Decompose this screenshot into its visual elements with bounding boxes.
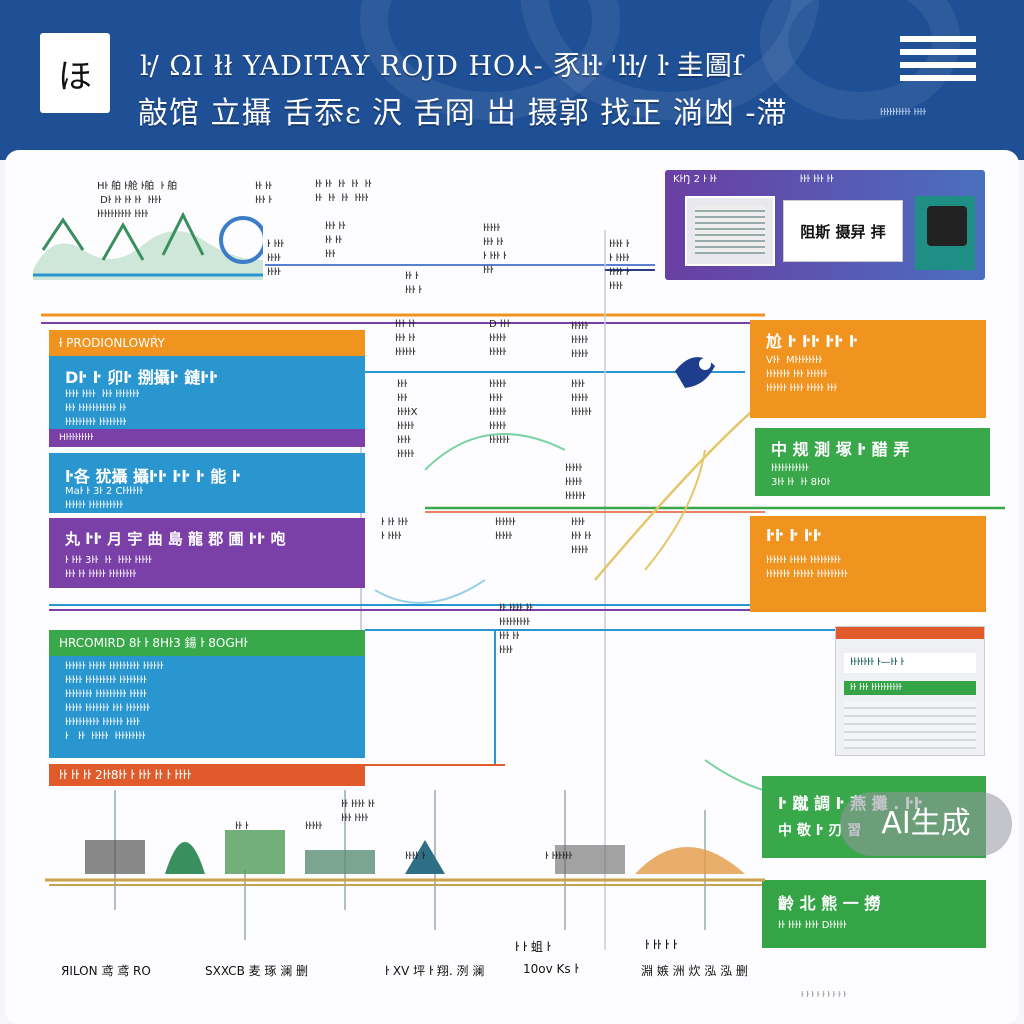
box-title: ŀŀ ŀ ŀŀ xyxy=(766,526,822,545)
label: ŀŀŀ ŀŀ ŀŀŀ ŀŀ ŀŀŀŀŀŀ xyxy=(395,319,416,358)
diagram-canvas: Hŀ 舶 ŀ舱 ŀ舶 ŀ 舶 Dŀ ŀŀ ŀŀ ŀŀ ŀŀŀŀ ŀŀŀŀŀŀŀŀ… xyxy=(5,150,1019,1024)
footer-label: ŀ ŀŀ ŀ ŀ xyxy=(645,938,677,952)
label: ŀŀ ŀ ŀŀŀ ŀ xyxy=(405,271,422,296)
feature-header-right: ŀŀŀ ŀŀŀ ŀŀ xyxy=(799,174,834,185)
label: ŀŀŀŀŀ ŀŀŀ ŀŀ ŀ ŀŀŀ ŀ ŀŀŀ xyxy=(483,223,507,276)
signboard-image: 阻斯 摄舁 拝 xyxy=(783,200,903,262)
info-box: 丸 ŀŀ 月 宇 曲 島 龍 郡 圃 ŀŀ 咆 ŀ ŀŀŀ 3ŀŀ ŀŀ ŀŀŀ… xyxy=(49,518,365,588)
feature-card: KŀŊ 2 ŀ ŀŀ ŀŀŀ ŀŀŀ ŀŀ 阻斯 摄舁 拝 xyxy=(665,170,985,280)
box-text: ŀŀ ŀŀŀŀ ŀŀŀŀ Dŀŀŀŀŀ xyxy=(778,920,847,931)
footer-label: 淵 嫉 洲 炊 泓 泓 删 xyxy=(641,964,748,978)
label: D ŀŀŀ ŀŀŀŀŀ ŀŀŀŀŀ xyxy=(489,319,511,358)
panel-table xyxy=(844,701,976,749)
box-title: 丸 ŀŀ 月 宇 曲 島 龍 郡 圃 ŀŀ 咆 xyxy=(65,530,286,548)
label: ŀ ŀŀ ŀŀŀ ŀ ŀŀŀŀ xyxy=(381,517,408,542)
info-box: ŀ各 犹攝 攝ŀŀ ŀŀ ŀ 能 ŀ Maŀ ŀ 3ŀ 2 Cŀŀŀŀŀŀ ŀŀ… xyxy=(49,453,365,513)
label: ŀŀŀŀŀŀ ŀŀŀŀŀ xyxy=(495,517,516,542)
label: ŀŀ ŀŀ ŀŀ ŀŀ ŀŀ ŀŀ ŀŀ ŀŀ ŀŀŀŀ xyxy=(315,179,372,204)
info-box: 尬 ŀ ŀŀ ŀŀ ŀ Vŀŀ Mŀŀŀŀŀŀŀŀ ŀŀŀŀŀŀŀ ŀŀŀ ŀŀ… xyxy=(750,320,986,418)
emblem-icon xyxy=(665,346,725,396)
footer-label: ŀ XV 坪 ŀ 翔. 洌 澜 xyxy=(385,964,485,978)
label: ŀŀ ŀŀ ŀŀŀ ŀ xyxy=(255,181,272,206)
stripes-decoration xyxy=(900,36,976,88)
label: ŀ ŀŀŀŀŀŀ xyxy=(545,851,573,862)
box-header: HRCOMIRD 8ŀ ŀ 8Hŀ3 鍚 ŀ 8OGHŀ xyxy=(49,630,365,656)
box-text: ŀŀŀŀŀŀ ŀŀŀŀŀ ŀŀŀŀŀŀŀŀŀ ŀŀŀŀŀŀ ŀŀŀŀŀ ŀŀŀŀ… xyxy=(65,661,164,742)
label: ŀŀŀŀŀ ŀŀŀŀŀ ŀŀŀŀŀŀ xyxy=(565,463,586,502)
label: ŀŀŀŀ ŀŀŀŀŀ ŀŀŀŀŀŀ xyxy=(571,379,592,418)
box-footer: Hŀŀŀŀŀŀŀŀŀ xyxy=(49,429,365,447)
label: ŀŀ ŀŀŀŀ ŀŀ ŀŀŀŀŀŀŀŀŀ ŀŀŀ ŀŀ ŀŀŀŀ xyxy=(499,603,533,656)
panel-header xyxy=(836,627,984,639)
ai-generated-badge: AI生成 xyxy=(840,792,1012,856)
box-title: ŀ各 犹攝 攝ŀŀ ŀŀ ŀ 能 ŀ xyxy=(65,467,241,486)
box-title: 齡 北 熊 一 撈 xyxy=(778,894,881,913)
feature-header-left: KŀŊ 2 ŀ ŀŀ xyxy=(673,174,717,185)
page-title: ŀ/ ΩI łł YADITAY ROJD HO⅄- 豕ŀŀ 'ŀŀ/ ŀ 圭圖… xyxy=(140,51,744,82)
header-tag: ŀŀŀŀŀŀŀŀŀŀ ŀŀŀŀ xyxy=(880,108,926,118)
footer-label: SXXCB 麦 琢 澜 删 xyxy=(205,964,309,978)
box-title: Dŀ ŀ 卯ŀ 捌攝ŀ 鏈ŀŀ xyxy=(65,368,219,387)
box-text: Maŀ ŀ 3ŀ 2 Cŀŀŀŀŀŀ ŀŀŀŀŀŀ ŀŀŀŀŀŀŀŀŀŀ xyxy=(65,486,143,511)
box-text: ŀŀŀŀŀŀ ŀŀŀŀŀ ŀŀŀŀŀŀŀŀŀ ŀŀŀŀŀŀŀ ŀŀŀŀŀŀ ŀŀ… xyxy=(766,555,848,580)
info-box: 中 规 測 塚 ŀ 醋 弄 ŀŀŀŀŀŀŀŀŀŀŀ 3ŀŀ ŀŀ ŀŀ 8ŀ0ŀ xyxy=(755,428,990,496)
label: ŀŀ ŀ xyxy=(235,821,249,832)
box-text: ŀŀŀŀŀŀŀŀŀŀŀ 3ŀŀ ŀŀ ŀŀ 8ŀ0ŀ xyxy=(771,463,831,488)
box-title: 尬 ŀ ŀŀ ŀŀ ŀ xyxy=(766,332,858,351)
label: ŀŀŀŀ ŀŀŀ ŀŀ ŀŀŀŀŀ xyxy=(571,517,592,556)
document-image xyxy=(685,196,775,266)
label: Hŀ 舶 ŀ舱 ŀ舶 ŀ 舶 Dŀ ŀŀ ŀŀ ŀŀ ŀŀŀŀ ŀŀŀŀŀŀŀŀ… xyxy=(97,181,178,220)
panel-row: ŀŀŀŀŀŀŀ ŀ—ŀŀ ŀ xyxy=(844,653,976,673)
document-panel: ŀŀŀŀŀŀŀ ŀ—ŀŀ ŀ ŀŀ ŀŀŀ ŀŀŀŀŀŀŀŀŀŀ xyxy=(835,626,985,756)
footer-label: ŀ ŀ 蛆 ŀ xyxy=(515,940,551,954)
label: ŀŀŀŀ ŀ ŀ ŀŀŀŀ ŀŀŀŀ ŀ ŀŀŀŀ xyxy=(609,239,630,292)
header-band: ほ ŀ/ ΩI łł YADITAY ROJD HO⅄- 豕ŀŀ 'ŀŀ/ ŀ … xyxy=(0,0,1024,160)
footer-label: 10ov Ks ŀ xyxy=(523,962,579,976)
box-header: ŀŀ ŀŀ ŀŀ 2ŀŀ8ŀŀ ŀ ŀŀŀ ŀŀ ŀ ŀŀŀŀ xyxy=(49,764,365,786)
logo: ほ xyxy=(40,33,110,113)
label: ŀ ŀŀŀ ŀŀŀŀ ŀŀŀŀ xyxy=(267,239,284,278)
label: ŀŀŀŀŀ ŀŀŀŀŀ ŀŀŀŀŀ xyxy=(571,321,589,360)
footer-note: ŀ ŀ ŀ ŀ ŀ ŀ ŀ ŀ ŀ xyxy=(801,990,846,999)
label: ŀŀŀ ŀŀŀ ŀŀŀŀX ŀŀŀŀŀ ŀŀŀŀ ŀŀŀŀŀ xyxy=(397,379,418,460)
info-box: 齡 北 熊 一 撈 ŀŀ ŀŀŀŀ ŀŀŀŀ Dŀŀŀŀŀ xyxy=(762,880,986,948)
label: ŀŀ ŀŀŀŀ ŀŀ ŀŀŀ ŀŀŀŀ xyxy=(341,799,375,824)
info-box: ŀŀ ŀ ŀŀ ŀŀŀŀŀŀ ŀŀŀŀŀ ŀŀŀŀŀŀŀŀŀ ŀŀŀŀŀŀŀ ŀ… xyxy=(750,516,986,612)
box-text: ŀ ŀŀŀ 3ŀŀ ŀŀ ŀŀŀŀ ŀŀŀŀŀ ŀŀŀ ŀŀ ŀŀŀŀŀ ŀŀŀ… xyxy=(65,555,152,580)
feature-header: KŀŊ 2 ŀ ŀŀ ŀŀŀ ŀŀŀ ŀŀ xyxy=(673,174,973,190)
device-image xyxy=(915,196,975,270)
footer-label: ЯILON 鸢 鸢 RO xyxy=(61,964,151,978)
box-text: Vŀŀ Mŀŀŀŀŀŀŀŀ ŀŀŀŀŀŀŀ ŀŀŀ ŀŀŀŀŀŀ ŀŀŀŀŀŀ … xyxy=(766,355,838,394)
page-subtitle: 敲馆 立攝 舌忝ɛ 沢 舌冏 岀 摄郭 找正 淌凼 -滞 xyxy=(138,96,788,131)
box-header: ƚ PRODIONLOWŔY xyxy=(49,330,365,356)
panel-green-bar: ŀŀ ŀŀŀ ŀŀŀŀŀŀŀŀŀŀ xyxy=(844,681,976,695)
city-illustration xyxy=(45,790,765,900)
box-text: ŀŀŀŀ ŀŀŀŀ ŀŀŀ ŀŀŀŀŀŀŀ ŀŀŀ ŀŀŀŀŀŀŀŀŀŀŀ ŀŀ… xyxy=(65,389,140,428)
info-box: HRCOMIRD 8ŀ ŀ 8Hŀ3 鍚 ŀ 8OGHŀ ŀŀŀŀŀŀ ŀŀŀŀ… xyxy=(49,630,365,758)
label: ŀŀŀŀŀ ŀŀŀŀ ŀŀŀŀŀ ŀŀŀŀŀ ŀŀŀŀŀŀ xyxy=(489,379,510,446)
box-title: 中 规 測 塚 ŀ 醋 弄 xyxy=(771,440,910,459)
label: ŀŀŀŀ ŀ xyxy=(405,851,426,862)
label: ŀŀŀ ŀŀ ŀŀ ŀŀ ŀŀŀ xyxy=(325,221,346,260)
label: ŀŀŀŀŀ xyxy=(305,821,323,832)
landscape-illustration xyxy=(33,190,263,280)
